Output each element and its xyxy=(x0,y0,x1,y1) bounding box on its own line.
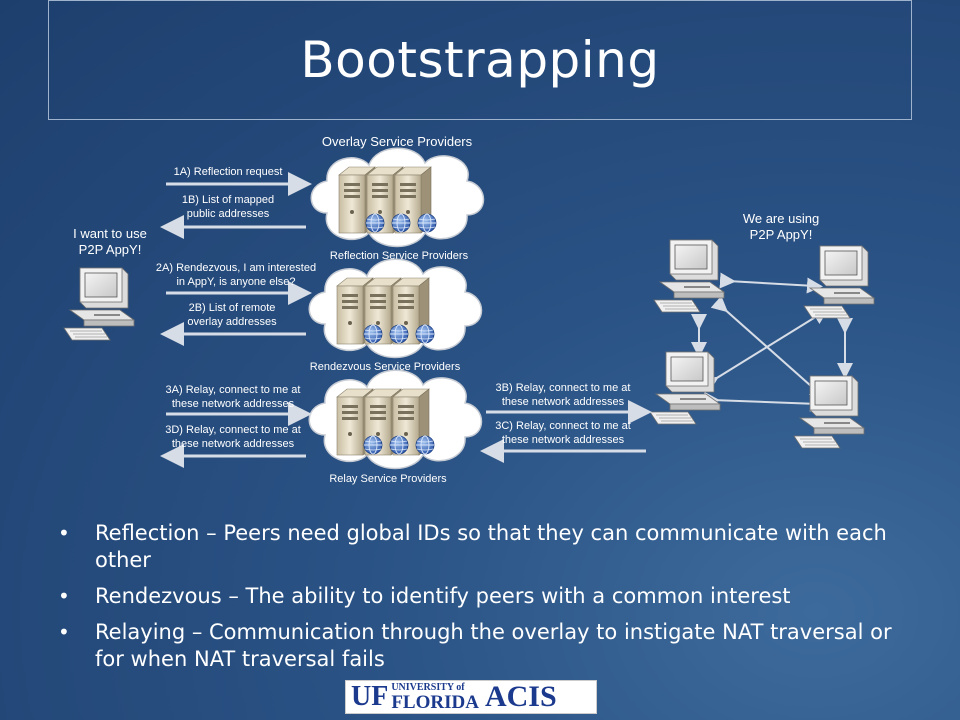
peer-computer-top-left-icon xyxy=(653,239,725,313)
arrow-3d-label-line2: these network addresses xyxy=(172,438,295,450)
bootstrapping-diagram: Overlay Service Providers Reflection Ser… xyxy=(63,134,875,485)
peer-computer-top-right-icon xyxy=(803,245,875,319)
bullet-reflection: • Reflection – Peers need global IDs so t… xyxy=(58,520,918,574)
arrow-1a-label: 1A) Reflection request xyxy=(174,166,283,178)
left-arrows xyxy=(160,172,652,468)
left-peer-caption-line1: I want to use xyxy=(73,226,147,241)
mesh-links xyxy=(691,272,853,412)
left-peer-computer-icon xyxy=(63,267,135,341)
bullet-list: • Reflection – Peers need global IDs so t… xyxy=(58,520,918,682)
peer-computer-bottom-left-icon xyxy=(649,351,721,425)
logo-uf: UF xyxy=(351,681,389,712)
reflection-cloud xyxy=(310,147,485,248)
logo-university-bottom: FLORIDA xyxy=(391,692,479,713)
arrow-3c-label-line2: these network addresses xyxy=(502,434,625,446)
arrow-3c-label-line1: 3C) Relay, connect to me at xyxy=(495,420,631,432)
bullet-relaying-text: Relaying – Communication through the ove… xyxy=(95,620,892,671)
arrow-2a-label-line2: in AppY, is anyone else? xyxy=(176,276,295,288)
right-peer-caption-line1: We are using xyxy=(743,211,819,226)
arrow-3b-label-line1: 3B) Relay, connect to me at xyxy=(496,382,631,394)
reflection-caption: Reflection Service Providers xyxy=(330,250,469,262)
arrow-1b-label-line2: public addresses xyxy=(187,208,270,220)
bullet-reflection-text: Reflection – Peers need global IDs so th… xyxy=(95,521,887,572)
right-peer-caption-line2: P2P AppY! xyxy=(750,227,813,242)
bullet-dot: • xyxy=(58,521,70,545)
arrow-3b-label-line2: these network addresses xyxy=(502,396,625,408)
bullet-dot: • xyxy=(58,584,70,608)
logo-university-top: UNIVERSITY of xyxy=(391,682,465,693)
arrow-1b-label-line1: 1B) List of mapped xyxy=(182,194,274,206)
relay-cloud xyxy=(308,369,483,470)
peer-computer-bottom-right-icon xyxy=(793,375,865,449)
arrow-2b-label-line2: overlay addresses xyxy=(187,316,277,328)
bullet-dot: • xyxy=(58,620,70,644)
uf-acis-logo: UF UNIVERSITY of FLORIDA ACIS xyxy=(345,680,597,714)
logo-university: UNIVERSITY of FLORIDA xyxy=(391,682,479,712)
arrow-3d-label-line1: 3D) Relay, connect to me at xyxy=(165,424,301,436)
rendezvous-cloud xyxy=(308,258,483,359)
arrow-2b-label-line1: 2B) List of remote xyxy=(189,302,276,314)
bullet-relaying: • Relaying – Communication through the ov… xyxy=(58,619,918,673)
title-box: Bootstrapping xyxy=(48,0,912,120)
bullet-rendezvous-text: Rendezvous – The ability to identify pee… xyxy=(95,584,791,608)
arrow-2a-label-line1: 2A) Rendezvous, I am interested xyxy=(156,262,316,274)
left-peer-caption-line2: P2P AppY! xyxy=(79,242,142,257)
bullet-rendezvous: • Rendezvous – The ability to identify pe… xyxy=(58,583,918,610)
arrow-3a-label-line2: these network addresses xyxy=(172,398,295,410)
arrow-3a-label-line1: 3A) Relay, connect to me at xyxy=(166,384,301,396)
slide-title: Bootstrapping xyxy=(300,31,660,89)
overlay-header: Overlay Service Providers xyxy=(322,134,473,149)
logo-acis: ACIS xyxy=(484,680,557,713)
relay-caption: Relay Service Providers xyxy=(329,473,447,485)
rendezvous-caption: Rendezvous Service Providers xyxy=(310,361,461,373)
